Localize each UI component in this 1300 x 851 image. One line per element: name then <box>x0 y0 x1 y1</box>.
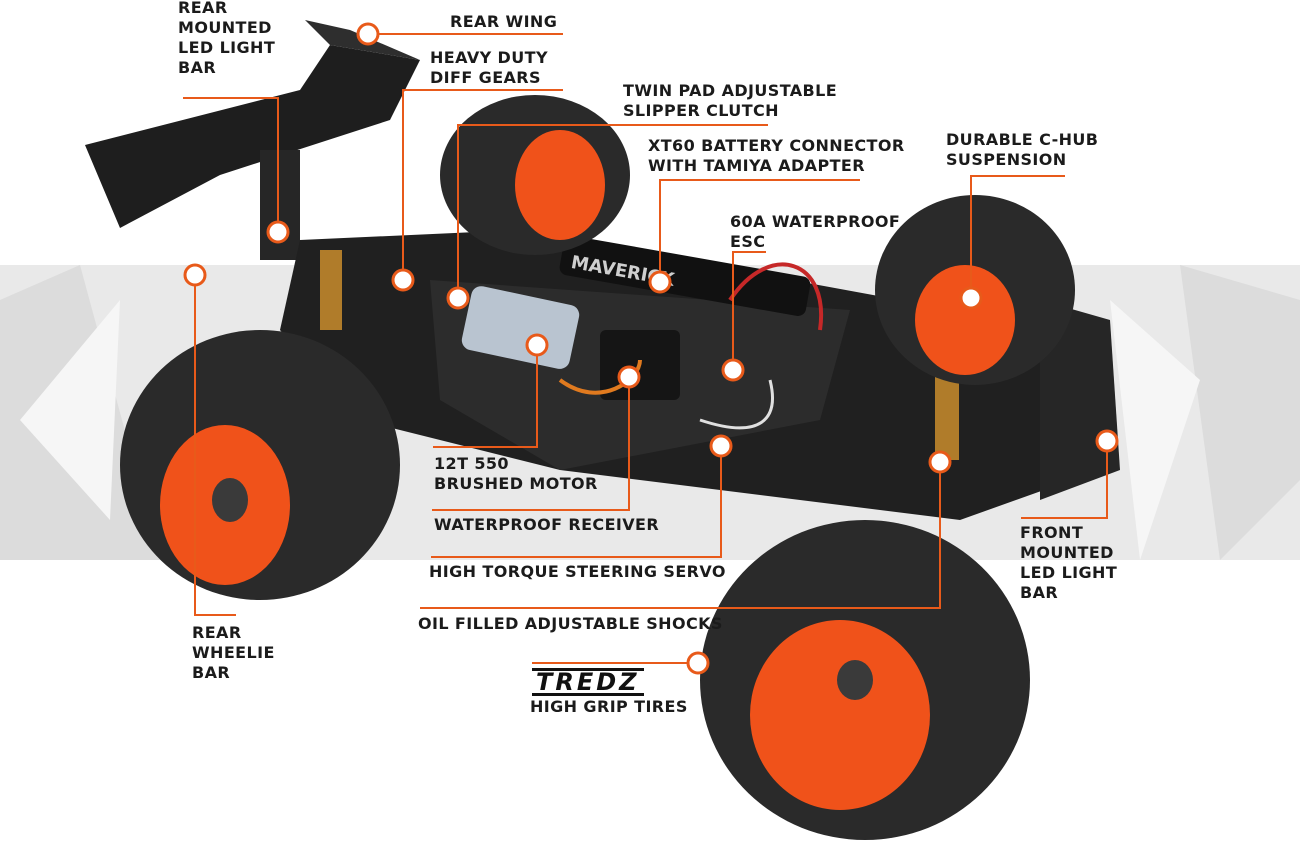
marker-esc <box>721 358 745 382</box>
callout-lines <box>183 33 1108 664</box>
label-diff-gears: HEAVY DUTY DIFF GEARS <box>430 48 548 87</box>
marker-wheelie <box>183 263 207 287</box>
label-motor: 12T 550 BRUSHED MOTOR <box>434 454 598 493</box>
label-servo: HIGH TORQUE STEERING SERVO <box>429 562 726 581</box>
label-esc: 60A WATERPROOF ESC <box>730 212 901 251</box>
marker-receiver <box>617 365 641 389</box>
marker-front-led <box>1095 429 1119 453</box>
marker-shocks <box>928 450 952 474</box>
front-bottom-tire <box>700 520 1030 840</box>
marker-slipper <box>446 286 470 310</box>
rear-bottom-tire <box>120 330 400 600</box>
label-front-led: FRONT MOUNTED LED LIGHT BAR <box>1020 523 1118 602</box>
label-receiver: WATERPROOF RECEIVER <box>434 515 660 534</box>
label-wheelie-bar: REAR WHEELIE BAR <box>192 623 275 682</box>
label-shocks: OIL FILLED ADJUSTABLE SHOCKS <box>418 614 723 633</box>
tredz-logo: TREDZ <box>532 668 644 696</box>
marker-diff <box>391 268 415 292</box>
marker-rear-led <box>266 220 290 244</box>
marker-rear-wing <box>356 22 380 46</box>
label-tires: HIGH GRIP TIRES <box>530 697 688 716</box>
marker-servo <box>709 434 733 458</box>
label-rear-led: REAR MOUNTED LED LIGHT BAR <box>178 0 276 77</box>
label-xt60: XT60 BATTERY CONNECTOR WITH TAMIYA ADAPT… <box>648 136 905 175</box>
marker-tires <box>686 651 710 675</box>
marker-motor <box>525 333 549 357</box>
rear-wing-part <box>85 20 420 260</box>
marker-chub <box>959 286 983 310</box>
rear-top-tire <box>440 95 630 255</box>
label-rear-wing: REAR WING <box>450 12 558 31</box>
label-slipper-clutch: TWIN PAD ADJUSTABLE SLIPPER CLUTCH <box>623 81 838 120</box>
label-c-hub: DURABLE C-HUB SUSPENSION <box>946 130 1099 169</box>
callout-markers <box>183 22 1119 675</box>
marker-xt60 <box>648 270 672 294</box>
